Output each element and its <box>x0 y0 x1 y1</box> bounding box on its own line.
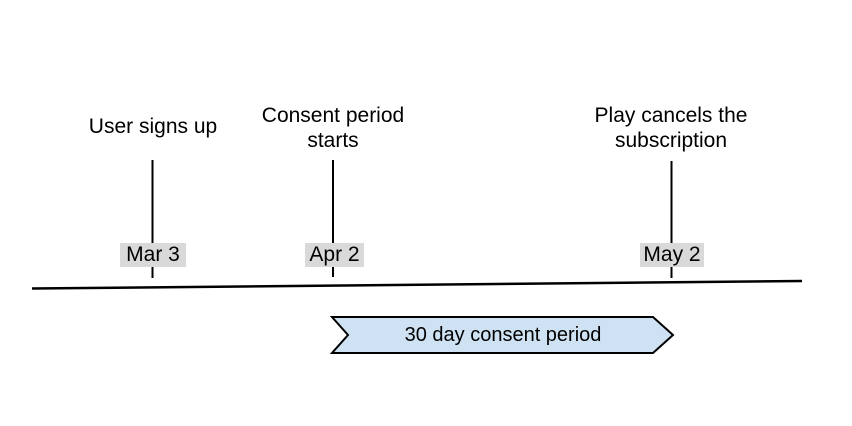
event-title: User signs up <box>89 115 217 138</box>
event-date: Mar 3 <box>126 243 180 266</box>
event-date-badge <box>305 243 364 267</box>
banner-label: 30 day consent period <box>405 324 602 346</box>
consent-period-banner: 30 day consent period <box>329 316 675 354</box>
event-date: Apr 2 <box>309 243 359 266</box>
event-title-line2: subscription <box>615 129 727 152</box>
timeline-event-signup: User signs up Mar 3 <box>89 115 217 278</box>
event-date-badge <box>640 243 704 267</box>
event-title: Consent period <box>262 104 404 127</box>
event-title: Play cancels the <box>595 104 748 127</box>
event-title-line2: starts <box>307 129 358 152</box>
timeline-event-cancel: Play cancels the subscription May 2 <box>595 104 748 278</box>
banner-ribbon-shape <box>329 316 675 354</box>
event-date: May 2 <box>643 243 700 266</box>
timeline-axis <box>31 279 803 290</box>
event-date-badge <box>120 243 186 267</box>
timeline-event-consent-start: Consent period starts Apr 2 <box>262 104 404 277</box>
